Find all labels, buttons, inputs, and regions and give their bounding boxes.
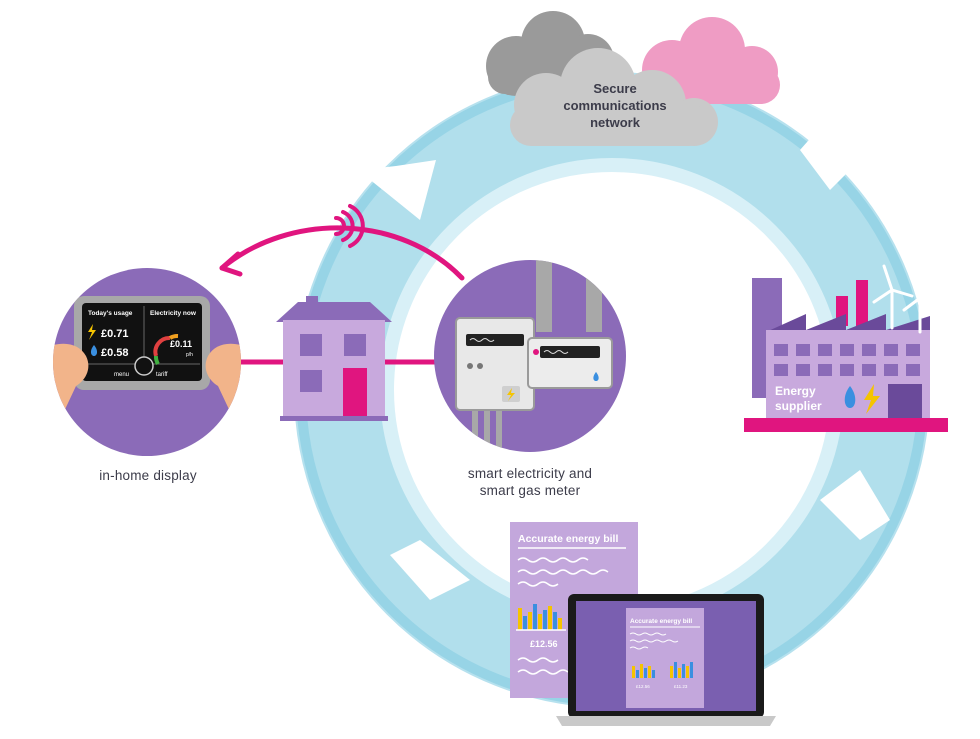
supplier-text: Energy supplier	[775, 384, 822, 413]
energy-supplier-factory	[744, 264, 948, 432]
meter-label: smart electricity and smart gas meter	[440, 465, 620, 499]
electric-cost-value: £0.71	[101, 328, 129, 340]
house	[276, 296, 392, 421]
network-label: Secure communications network	[540, 80, 690, 131]
electricity-now-title: Electricity now	[150, 310, 197, 317]
tariff-button: tariff	[156, 372, 168, 378]
meter-label-line2: smart gas meter	[479, 483, 581, 498]
laptop-bill-amount-1: £12.56	[636, 684, 650, 689]
ring-gap-marks	[358, 116, 890, 600]
todays-usage-title: Today's usage	[88, 310, 133, 317]
smart-meter-scene	[434, 260, 626, 452]
bill-amount: £12.56	[530, 639, 558, 649]
bill-text: Accurate energy bill £12.56	[518, 533, 618, 649]
laptop-bill-text: Accurate energy bill £12.56 £11.23	[630, 618, 692, 689]
menu-button: menu	[114, 372, 129, 378]
cloud-grey-light	[510, 48, 718, 146]
in-home-display-label: in-home display	[99, 468, 197, 483]
supplier-label-line2: supplier	[775, 399, 822, 413]
wind-turbine-icons	[872, 264, 940, 334]
factory-windows	[774, 344, 920, 376]
laptop-bar-chart-2	[670, 662, 693, 678]
laptop	[556, 594, 776, 726]
network-label-line2: communications	[563, 98, 667, 113]
network-label-line3: network	[590, 115, 640, 130]
bill-bar-chart	[516, 604, 566, 631]
supplier-label-line1: Energy	[775, 384, 816, 398]
gas-cost-value: £0.58	[101, 347, 129, 359]
in-home-display-scene	[53, 268, 241, 456]
wireless-signal-icon	[334, 204, 365, 248]
current-rate-value: £0.11	[170, 339, 192, 349]
laptop-bar-chart-1	[632, 664, 655, 678]
laptop-bill-title: Accurate energy bill	[630, 618, 692, 625]
network-label-line1: Secure	[593, 81, 637, 96]
display-screen-text: Today's usage Electricity now £0.71 £0.5…	[88, 310, 197, 378]
electricity-bolt-icon	[864, 384, 880, 414]
rate-unit: p/h	[186, 352, 193, 358]
laptop-bill-amount-2: £11.23	[674, 684, 688, 689]
bill-title: Accurate energy bill	[518, 533, 618, 545]
gas-flame-icon	[844, 386, 856, 408]
meter-label-line1: smart electricity and	[467, 466, 593, 481]
